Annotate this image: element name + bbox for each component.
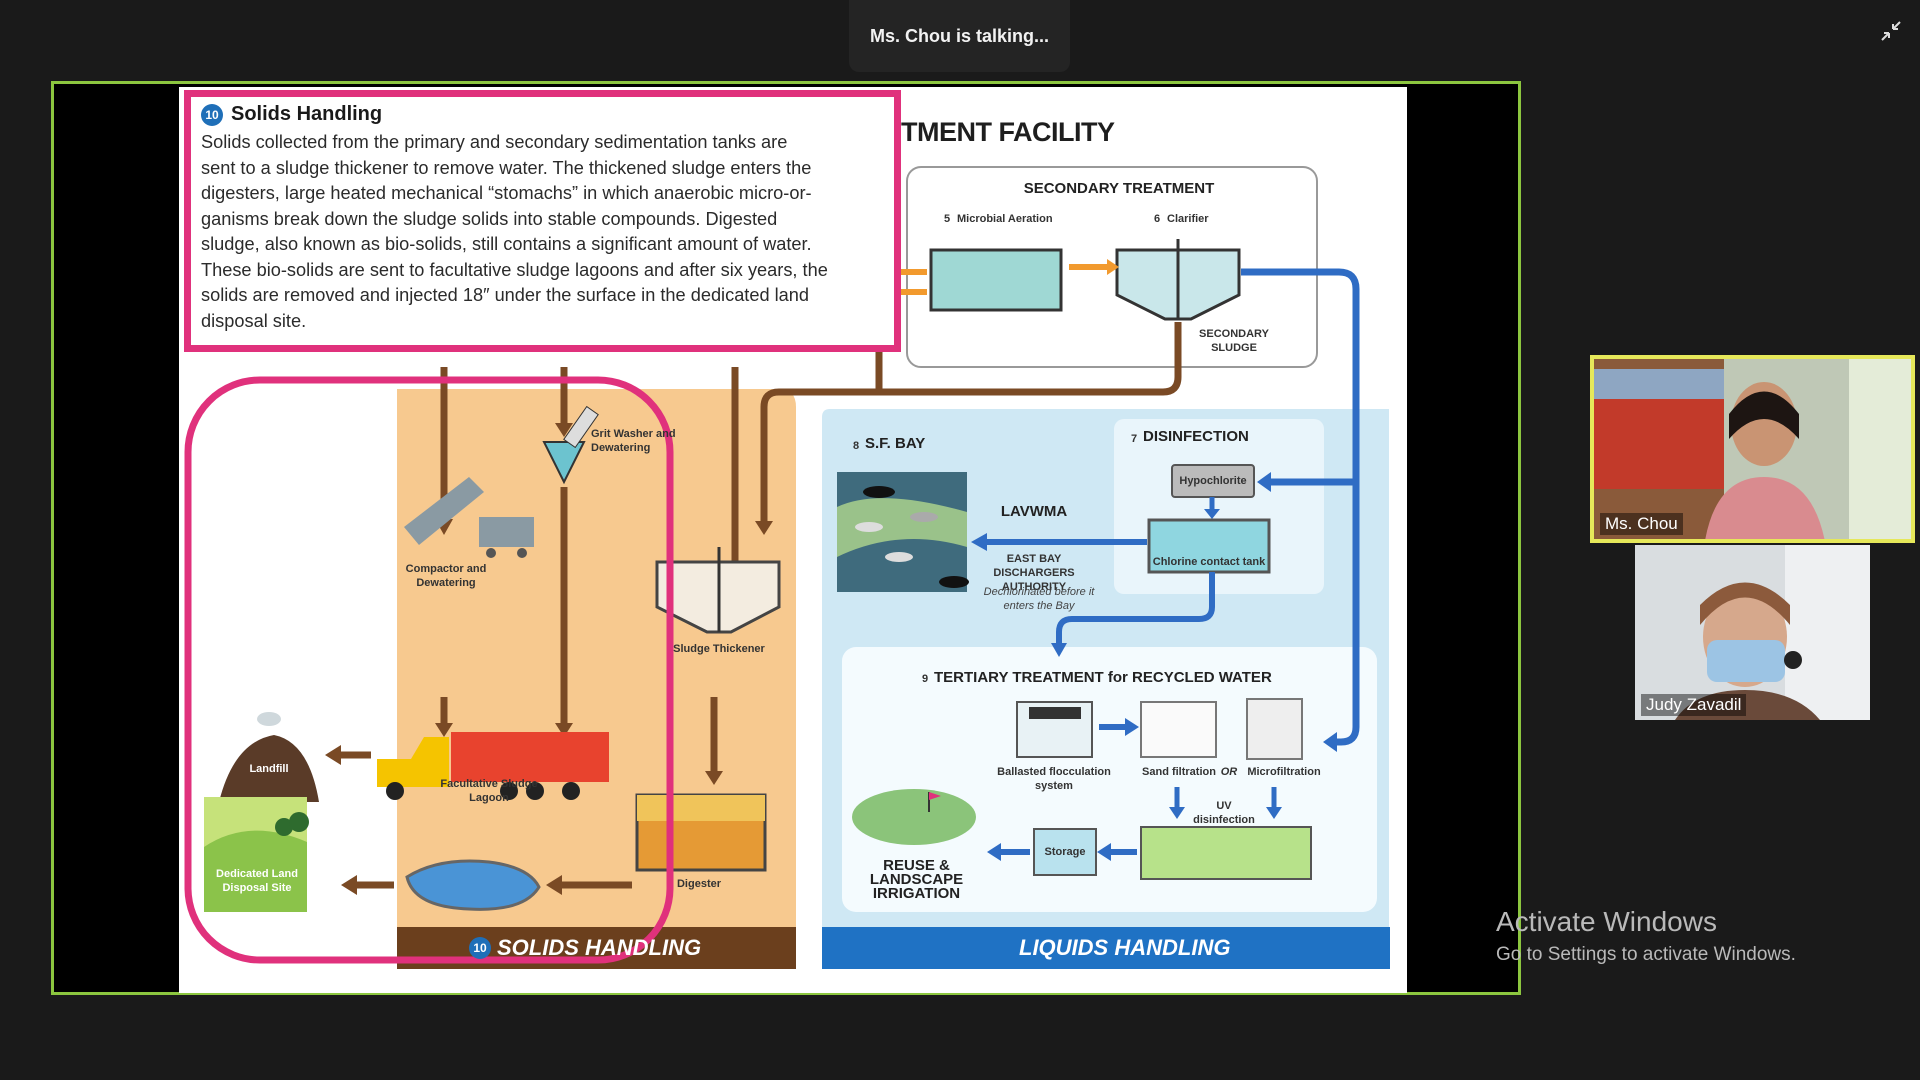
callout-body: Solids collected from the primary and se… — [201, 130, 884, 334]
dechlorinated-note: Dechlorinated before it enters the Bay — [983, 586, 1095, 612]
digester-label: Digester — [676, 878, 722, 890]
truck-container — [451, 732, 609, 782]
callout-line: disposal site. — [201, 310, 307, 331]
solids-highlight-loop — [184, 376, 674, 964]
callout-line: solids are removed and injected 18″ unde… — [201, 285, 810, 305]
watermark-subtitle: Go to Settings to activate Windows. — [1496, 944, 1796, 965]
sf-bay-label: S.F. BAY — [865, 435, 926, 452]
storage-tank — [1033, 828, 1097, 876]
lavwma-label: LAVWMA — [1000, 503, 1068, 520]
secondary-sludge-label: SECONDARY SLUDGE — [1199, 328, 1269, 354]
uv-unit — [1140, 826, 1312, 880]
callout-title: Solids Handling — [231, 103, 383, 125]
participant-tile-judy-zavadil[interactable]: Judy Zavadil — [1635, 545, 1870, 720]
participant-name: Ms. Chou — [1600, 513, 1683, 535]
landfill — [219, 735, 319, 802]
liquids-banner-bg — [822, 927, 1390, 969]
microfilter — [1246, 698, 1303, 760]
hypochlorite-label: Hypochlorite — [1179, 475, 1247, 487]
storage-label: Storage — [1044, 846, 1086, 858]
ebda-label: EAST BAY DISCHARGERS AUTHORITY — [993, 553, 1075, 593]
disinfection-label: DISINFECTION — [1143, 428, 1249, 445]
or-label: OR — [1220, 766, 1238, 778]
sf-bay-number: 8 — [852, 440, 860, 452]
participant-tile-ms-chou[interactable]: Ms. Chou — [1590, 355, 1915, 543]
exit-fullscreen-icon[interactable] — [1874, 14, 1908, 48]
talking-indicator: Ms. Chou is talking... — [849, 0, 1070, 72]
secondary-treatment-label: SECONDARY TREATMENT — [1023, 180, 1215, 197]
aeration-tank — [929, 248, 1063, 312]
callout-line: sludge, also known as bio-solids, still … — [201, 234, 812, 254]
compactor — [404, 477, 484, 545]
callout-line: sent to a sludge thickener to remove wat… — [201, 157, 812, 178]
chlorine-tank — [1147, 518, 1271, 574]
lagoon — [405, 859, 541, 911]
sand-filter — [1140, 701, 1217, 758]
microfiltration-label: Microfiltration — [1247, 766, 1321, 778]
reuse-label: REUSE & LANDSCAPE IRRIGATION — [869, 857, 964, 902]
watermark-title: Activate Windows — [1496, 906, 1717, 937]
dedicated-land-label: Dedicated Land Disposal Site — [216, 868, 298, 894]
microbial-aeration-number: 5 — [943, 213, 951, 225]
grit-washer-label: Grit Washer and Dewatering — [591, 428, 676, 454]
effluent-pipe — [1241, 268, 1360, 746]
screen-share-frame: 10 Solids Handling Solids collected from… — [51, 81, 1521, 995]
microbial-aeration-label: Microbial Aeration — [957, 213, 1053, 225]
liquids-handling-banner: LIQUIDS HANDLING — [1019, 935, 1231, 960]
ballasted-label: Ballasted flocculation system — [997, 766, 1111, 792]
sludge-thickener-label: Sludge Thickener — [673, 643, 765, 655]
treatment-diagram — [184, 166, 1390, 969]
solids-banner-number: 10 — [469, 937, 491, 959]
tertiary-label: TERTIARY TREATMENT for RECYCLED WATER — [934, 669, 1272, 686]
shared-slide: 10 Solids Handling Solids collected from… — [179, 87, 1407, 993]
secondary-sludge-pipe — [760, 322, 1182, 527]
video-feed-judy-zavadil — [1635, 545, 1870, 720]
callout-line: These bio-solids are sent to facultative… — [201, 259, 828, 280]
truck-cab — [377, 737, 449, 787]
golf-course — [852, 789, 976, 845]
disinfection-number: 7 — [1130, 433, 1138, 445]
sand-filtration-label: Sand filtration — [1142, 766, 1216, 778]
callout-line: Solids collected from the primary and se… — [201, 132, 788, 152]
chlorine-tank-label: Chlorine contact tank — [1152, 556, 1266, 568]
facultative-label: Facultative Sludge Lagoon — [440, 778, 538, 804]
landfill-label: Landfill — [249, 763, 289, 775]
grit-washer — [542, 441, 586, 485]
uv-label: UV disinfection — [1193, 800, 1255, 826]
clarifier-number: 6 — [1153, 213, 1161, 225]
clarifier-label: Clarifier — [1167, 213, 1209, 225]
solids-handling-banner: SOLIDS HANDLING — [497, 935, 702, 960]
solids-callout: 10 Solids Handling Solids collected from… — [184, 90, 901, 352]
callout-number-badge: 10 — [201, 103, 223, 126]
participant-name: Judy Zavadil — [1641, 694, 1747, 716]
tertiary-number: 9 — [921, 673, 929, 685]
callout-line: ganisms break down the sludge solids int… — [201, 208, 778, 229]
compactor-label: Compactor and Dewatering — [405, 563, 487, 589]
video-feed-ms-chou — [1594, 359, 1911, 539]
windows-activation-watermark: Activate Windows Go to Settings to activ… — [1496, 906, 1796, 966]
slide-title: TMENT FACILITY — [901, 117, 1115, 147]
callout-line: digesters, large heated mechanical “stom… — [201, 183, 812, 203]
